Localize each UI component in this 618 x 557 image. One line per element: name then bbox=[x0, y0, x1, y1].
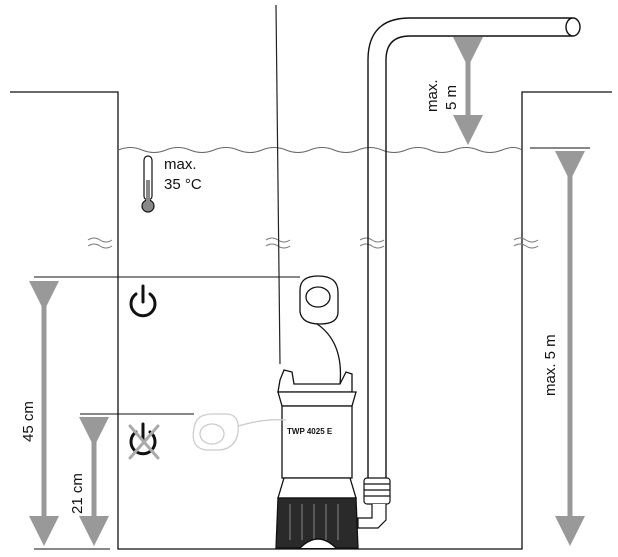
pump bbox=[275, 369, 359, 549]
pump-model-label: TWP 4025 E bbox=[287, 427, 333, 436]
pipe-coupling bbox=[357, 477, 391, 529]
power-cable bbox=[275, 4, 281, 365]
switch-on-height-label: 45 cm bbox=[20, 401, 37, 442]
discharge-value-label: 5 m bbox=[443, 85, 460, 110]
discharge-pipe bbox=[367, 17, 581, 482]
temp-value-label: 35 °C bbox=[164, 176, 202, 193]
break-symbols bbox=[87, 237, 539, 249]
power-off-icon bbox=[128, 422, 160, 460]
discharge-max-label: max. bbox=[424, 79, 441, 112]
thermometer-icon bbox=[141, 155, 155, 213]
dimension-arrows bbox=[29, 37, 585, 546]
power-on-icon bbox=[129, 284, 157, 318]
float-switch-off bbox=[192, 413, 287, 451]
float-switch-on bbox=[299, 275, 342, 385]
water-surface bbox=[117, 147, 523, 153]
switch-off-height-label: 21 cm bbox=[69, 473, 86, 514]
temp-max-label: max. bbox=[164, 156, 197, 173]
shaft-outline bbox=[10, 91, 612, 550]
max-depth-label: max. 5 m bbox=[542, 334, 559, 396]
